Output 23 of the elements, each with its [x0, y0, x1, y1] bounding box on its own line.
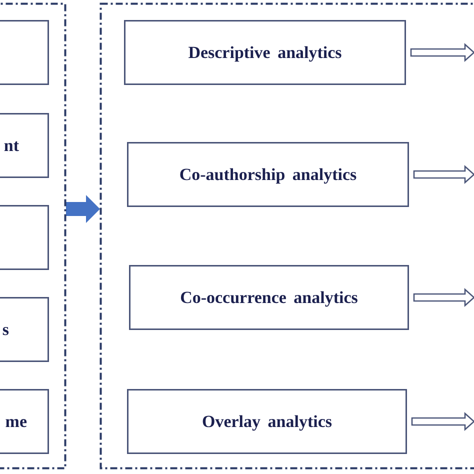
process-box: [127, 142, 409, 207]
process-box: [0, 389, 49, 454]
arrow: [413, 288, 474, 307]
process-box: [127, 389, 407, 454]
arrow: [413, 165, 474, 184]
process-box: [0, 113, 49, 178]
box-label: nt: [4, 136, 19, 156]
dashed-panel: [100, 3, 474, 469]
arrow: [66, 195, 100, 223]
box-label: s: [2, 320, 9, 340]
box-label: Co-authorship analytics: [179, 164, 357, 184]
process-box: [0, 205, 49, 270]
arrow: [410, 43, 474, 62]
process-box: [129, 265, 409, 330]
box-label: Co-occurrence analytics: [180, 288, 358, 308]
process-box: [124, 20, 406, 85]
box-label: me: [5, 412, 27, 432]
process-box: [0, 297, 49, 362]
box-label: Overlay analytics: [202, 412, 332, 432]
arrow: [411, 412, 474, 431]
box-label: Descriptive analytics: [188, 42, 342, 62]
process-box: [0, 20, 49, 85]
dashed-panel: [0, 3, 66, 469]
